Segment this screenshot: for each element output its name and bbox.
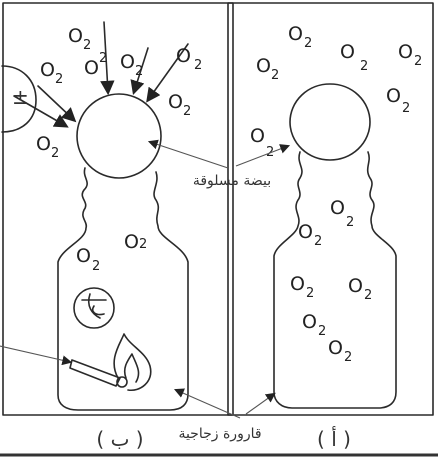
svg-text:2: 2	[306, 286, 314, 301]
svg-text:O: O	[288, 23, 303, 45]
svg-text:2: 2	[314, 234, 322, 249]
svg-text:2: 2	[135, 64, 143, 79]
svg-text:O: O	[340, 41, 355, 63]
svg-text:O: O	[36, 133, 51, 155]
svg-text:O: O	[176, 45, 191, 67]
svg-text:2: 2	[344, 350, 352, 365]
svg-text:2: 2	[139, 237, 147, 252]
o2-molecule: O2	[386, 85, 410, 116]
panel-b-burning-match	[69, 333, 152, 391]
panel-a-caption: ( أ )	[317, 426, 351, 451]
svg-text:O: O	[330, 197, 345, 219]
o2-molecule: O2	[340, 41, 368, 74]
panel-b-bottle	[57, 167, 189, 411]
svg-text:O: O	[256, 55, 271, 77]
svg-text:2: 2	[92, 259, 100, 274]
boiled-egg-label: بيضة مسلوقة	[193, 173, 271, 189]
svg-text:O: O	[290, 273, 305, 295]
panel-a-frame	[227, 2, 434, 416]
svg-text:O: O	[76, 245, 91, 267]
svg-text:2: 2	[51, 146, 59, 161]
svg-text:2: 2	[83, 38, 91, 53]
svg-text:2: 2	[414, 54, 422, 69]
svg-text:O: O	[84, 57, 99, 79]
svg-text:2: 2	[183, 104, 191, 119]
svg-text:2: 2	[194, 58, 202, 73]
glass-bottle-pointer-b	[173, 388, 241, 419]
svg-text:2: 2	[360, 59, 368, 74]
svg-text:O: O	[40, 59, 55, 81]
svg-text:O: O	[398, 41, 413, 63]
svg-text:2: 2	[318, 324, 326, 339]
panel-b-circled-mark	[73, 287, 115, 329]
svg-text:O: O	[124, 231, 139, 253]
boiled-egg-pointer-b	[147, 139, 229, 169]
panel-b-match-pointer	[0, 345, 73, 366]
panel-b-partial-circle	[1, 65, 37, 133]
panel-a-bottle	[273, 151, 397, 409]
panel-b-circled-mark-inner	[81, 293, 107, 319]
svg-text:2: 2	[304, 36, 312, 51]
svg-text:2: 2	[271, 68, 279, 83]
svg-text:O: O	[328, 337, 343, 359]
svg-text:O: O	[68, 25, 83, 47]
panel-b-partial-sign: ±	[12, 85, 29, 109]
o2-molecule: O2	[250, 125, 274, 160]
panel-b-caption: ( ب )	[96, 427, 143, 451]
svg-text:2: 2	[402, 101, 410, 116]
svg-text:O: O	[386, 85, 401, 107]
panel-b-frame	[2, 2, 234, 416]
svg-text:O: O	[120, 51, 135, 73]
boiled-egg-pointer-a	[235, 144, 291, 167]
panel-a-boiled-egg	[289, 83, 371, 161]
svg-text:2: 2	[99, 51, 107, 66]
glass-bottle-pointer-a	[245, 392, 276, 415]
o2-molecule: O2	[330, 197, 354, 230]
panel-b-pressure-arrows	[13, 21, 189, 128]
svg-text:O: O	[302, 311, 317, 333]
svg-text:2: 2	[364, 288, 372, 303]
svg-text:O: O	[168, 91, 183, 113]
svg-text:2: 2	[55, 72, 63, 87]
glass-bottle-label: قارورة زجاجية	[178, 426, 261, 442]
svg-text:O: O	[348, 275, 363, 297]
svg-text:O: O	[298, 221, 313, 243]
svg-text:O: O	[250, 125, 265, 147]
svg-text:2: 2	[346, 215, 354, 230]
panel-b-boiled-egg	[76, 93, 162, 179]
